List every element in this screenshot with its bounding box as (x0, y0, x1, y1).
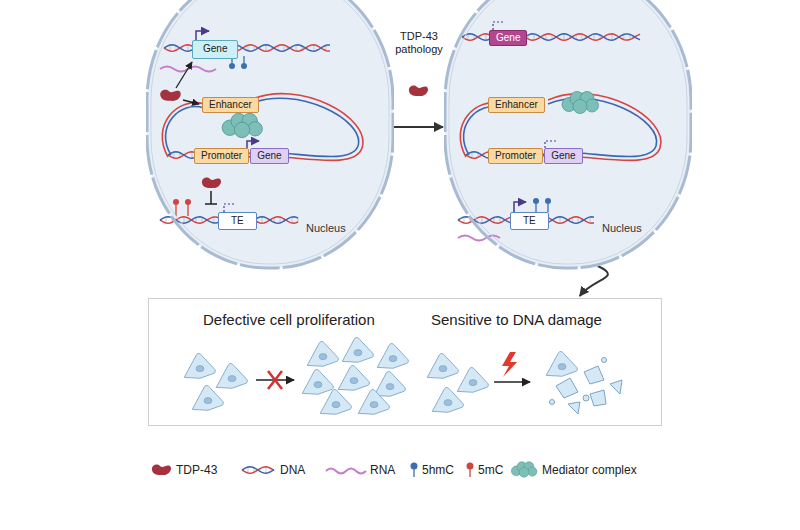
box-label: Promoter (201, 150, 242, 162)
panel-heading: Defective cell proliferation (203, 311, 375, 329)
binding-arrow (183, 100, 199, 104)
transposable-element-box: TE (510, 212, 549, 230)
nucleus-outline (444, 0, 692, 270)
edge-label: TDP-43 pathology (385, 30, 453, 56)
promoter-box: Promoter (194, 148, 249, 164)
nucleus: NucleusGeneEnhancerPromoterGeneTE (444, 0, 692, 270)
gene-box: Gene (544, 148, 582, 164)
nucleus-fill (445, 0, 691, 268)
nucleus-label: Nucleus (602, 222, 642, 235)
enhancer-box: Enhancer (202, 97, 259, 113)
box-label: TE (523, 215, 536, 227)
promoter-arrow (224, 204, 236, 212)
box-label: Enhancer (495, 99, 538, 111)
legend-label: 5hmC (422, 463, 454, 477)
tdp43-icon (160, 90, 180, 101)
tdp43-icon (202, 178, 221, 189)
arrow (494, 381, 530, 383)
cell-group (427, 354, 488, 413)
dna-helix (164, 45, 330, 51)
promoter-arrow (493, 22, 505, 30)
damage-bolt (502, 352, 517, 377)
enhancer-box: Enhancer (488, 97, 545, 113)
legend-5hmc-sample (411, 463, 418, 478)
legend-rna-sample (326, 469, 366, 474)
inhibition-mark (205, 191, 217, 204)
gene-box: Gene (489, 30, 527, 46)
transposable-element-box: TE (218, 212, 257, 230)
legend-label: 5mC (478, 463, 503, 477)
promoter-arrow (545, 141, 557, 148)
5hmc-marks (533, 198, 551, 212)
gene-box: Gene (192, 40, 238, 59)
promoter-arrow (247, 141, 259, 148)
mediator-complex (562, 92, 599, 114)
promoter-arrow (514, 202, 526, 212)
promoter-box: Promoter (488, 148, 543, 164)
dna-helix (242, 467, 274, 473)
outcome-panel: Defective cell proliferation Sensitive to… (148, 298, 662, 426)
tdp43-icon (409, 86, 428, 97)
nucleus-label: Nucleus (306, 222, 346, 235)
flow-arrow (580, 266, 608, 296)
legend-5mc-sample (467, 463, 474, 478)
damaged-cells (546, 352, 622, 415)
box-label: Gene (551, 150, 575, 162)
binding-arrow (176, 62, 192, 88)
mediator-complex (222, 113, 262, 137)
legend-label: Mediator complex (542, 463, 637, 477)
promoter-arrow (196, 31, 209, 40)
box-label: Gene (257, 150, 281, 162)
box-label: Gene (496, 32, 520, 44)
flow-arrow (394, 126, 443, 128)
5mc-marks (173, 199, 191, 216)
nucleus-outline (146, 0, 394, 270)
box-label: TE (231, 215, 244, 227)
legend-tdp43-sample (152, 465, 171, 476)
gene-box: Gene (250, 148, 288, 164)
legend-label: RNA (370, 463, 395, 477)
cell-group (184, 354, 247, 411)
legend-label: TDP-43 (176, 463, 217, 477)
box-label: Enhancer (209, 99, 252, 111)
legend-label: DNA (280, 463, 305, 477)
blocked-mark (268, 371, 282, 389)
box-label: Gene (203, 43, 227, 55)
nucleus: NucleusGeneEnhancerPromoterGeneTE (146, 0, 394, 270)
box-label: Promoter (495, 150, 536, 162)
legend-mediator-sample (511, 462, 537, 477)
cell-cluster (302, 338, 408, 415)
nucleus-fill (147, 0, 393, 268)
panel-heading: Sensitive to DNA damage (431, 311, 602, 329)
